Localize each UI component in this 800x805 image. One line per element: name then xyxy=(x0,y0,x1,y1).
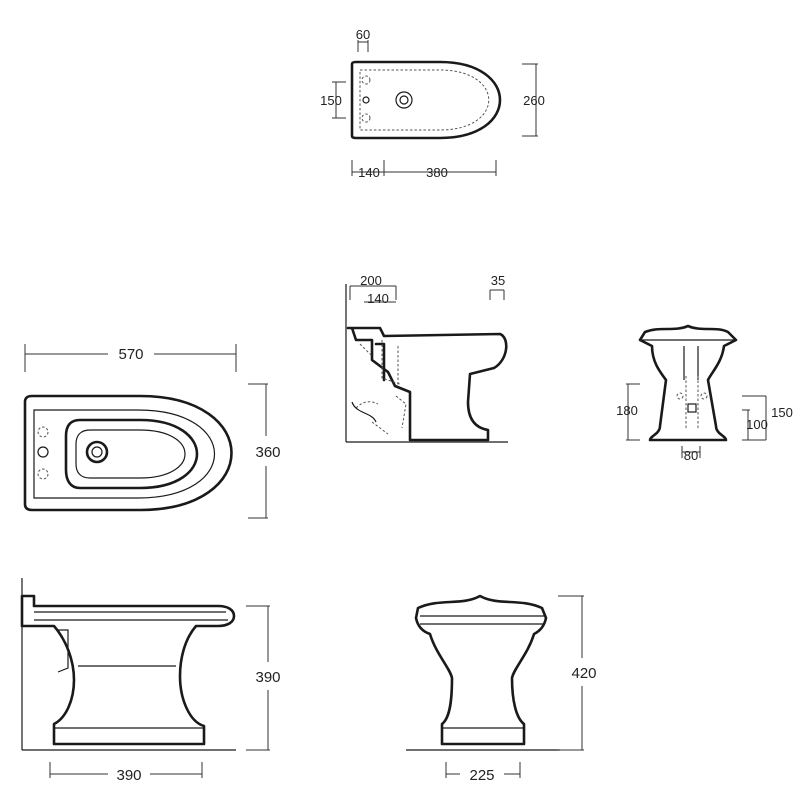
side-section-view: 200 140 35 xyxy=(345,273,508,443)
dim-tap-offset: 60 xyxy=(356,27,370,42)
front-small-view: 180 150 100 80 xyxy=(616,324,793,463)
dim-front-180: 180 xyxy=(616,403,638,418)
dim-front-100: 100 xyxy=(746,417,768,432)
dim-height-420: 420 xyxy=(571,665,596,682)
dim-hole-spacing: 150 xyxy=(320,93,342,108)
large-front-view: 420 225 xyxy=(406,594,597,784)
dim-side-200: 200 xyxy=(360,273,382,288)
dim-front-150: 150 xyxy=(771,405,793,420)
dim-height-390: 390 xyxy=(255,669,280,686)
dim-length-570: 570 xyxy=(118,346,143,363)
dim-side-35: 35 xyxy=(491,273,505,288)
dim-side-140: 140 xyxy=(367,291,389,306)
dim-width-small: 260 xyxy=(523,93,545,108)
dim-base-390: 390 xyxy=(116,767,141,784)
large-side-view: 390 390 xyxy=(20,578,281,784)
dim-width-360: 360 xyxy=(255,444,280,461)
dim-length-small: 380 xyxy=(426,165,448,180)
small-top-view: 60 150 260 140 380 xyxy=(320,27,545,180)
dim-front-80: 80 xyxy=(684,448,698,463)
dim-base-225: 225 xyxy=(469,767,494,784)
dim-offset: 140 xyxy=(358,165,380,180)
large-top-view: 570 360 xyxy=(23,344,281,519)
